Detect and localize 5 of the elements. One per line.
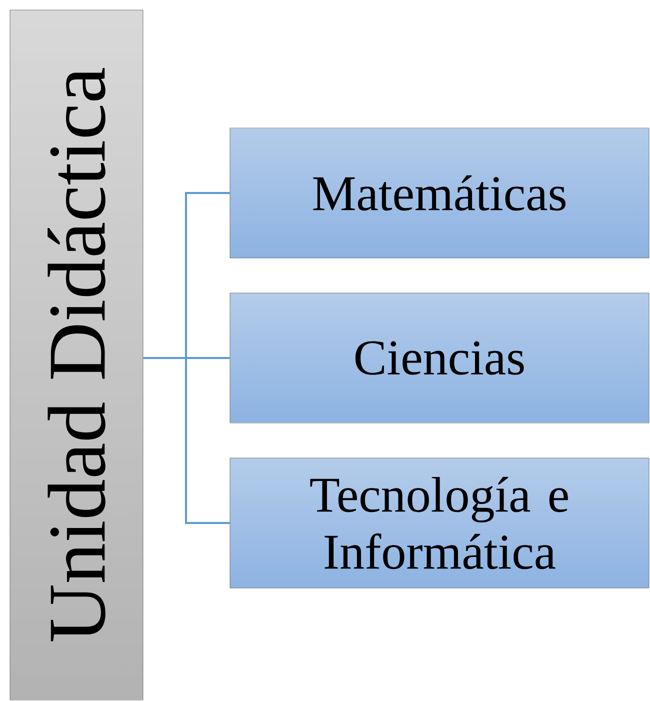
title-bar: Unidad Didáctica xyxy=(10,10,144,700)
topic-box: Matemáticas xyxy=(230,128,650,258)
connector-line xyxy=(143,357,230,524)
topic-box: Ciencias xyxy=(230,292,650,424)
topic-box: Tecnología e Informática xyxy=(230,458,650,588)
